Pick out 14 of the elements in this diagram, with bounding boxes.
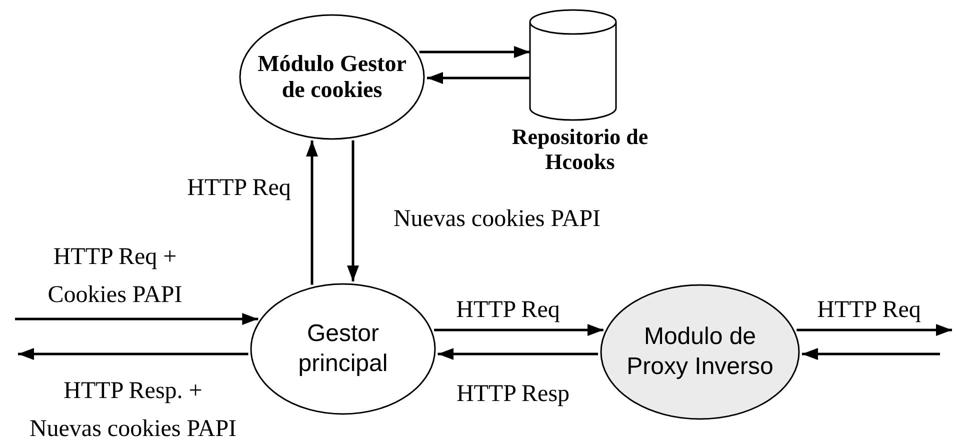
arrow [15, 313, 258, 325]
arrow [306, 140, 318, 285]
node-label: Repositorio de Hcooks [510, 124, 650, 174]
arrow [18, 348, 248, 360]
arrow [802, 348, 940, 360]
node-label: Módulo Gestor de cookies [256, 51, 408, 103]
arrow [427, 72, 530, 84]
arrow [438, 348, 598, 360]
arrow [434, 324, 604, 336]
arrow [347, 140, 359, 282]
arrow [419, 46, 530, 58]
node-label: Gestor principal [297, 319, 389, 379]
node-label: Modulo de Proxy Inverso [626, 322, 774, 382]
arrow [796, 324, 952, 336]
